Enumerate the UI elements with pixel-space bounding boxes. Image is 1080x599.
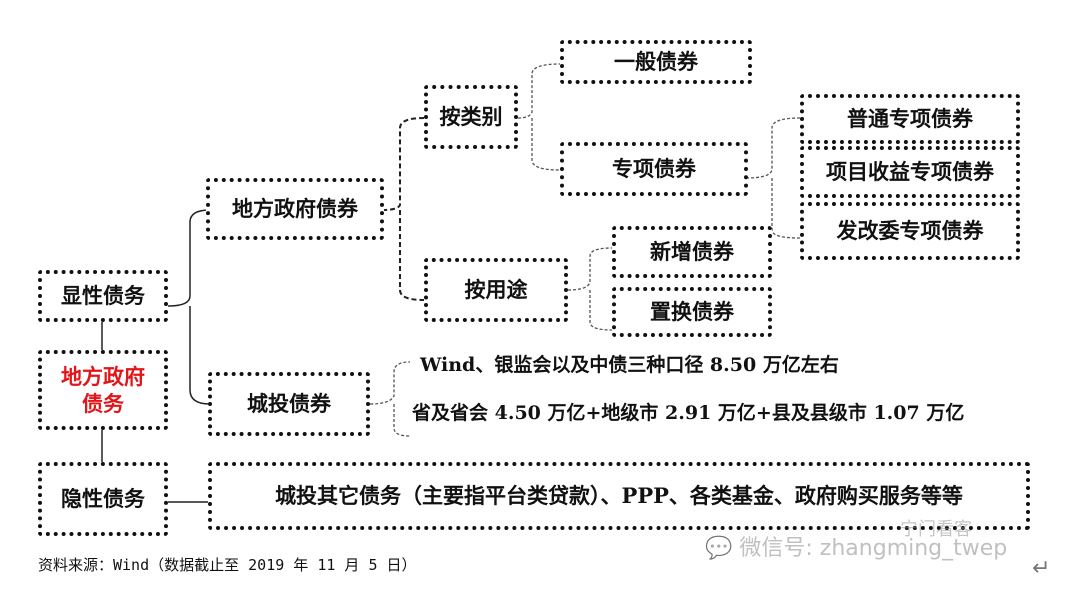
- node-ordinary-special-bonds: 普通专项债券: [800, 94, 1020, 144]
- node-local-gov-bonds: 地方政府债券: [206, 178, 384, 240]
- node-special-bonds: 专项债券: [560, 142, 748, 196]
- node-chengtou-bonds: 城投债券: [208, 372, 370, 436]
- return-arrow-icon: ↵: [1032, 556, 1051, 581]
- chengtou-note-total: Wind、银监会以及中债三种口径 8.50 万亿左右: [420, 354, 839, 376]
- node-implicit-detail: 城投其它债务（主要指平台类贷款）、PPP、各类基金、政府购买服务等等: [208, 462, 1030, 530]
- connector-localgov-children: [381, 117, 425, 301]
- watermark-account: 宁门看客: [900, 519, 972, 540]
- node-explicit-debt: 显性债务: [38, 270, 168, 322]
- node-by-use: 按用途: [424, 258, 568, 322]
- connector-special-children: [745, 117, 801, 239]
- node-implicit-debt: 隐性债务: [38, 462, 168, 536]
- node-replacement-bonds: 置换债券: [612, 287, 772, 337]
- watermark-text: 微信号: zhangming_twep: [739, 536, 1008, 561]
- node-new-bonds: 新增债券: [612, 226, 772, 278]
- node-local-gov-debt-root: 地方政府 债务: [38, 350, 168, 430]
- node-by-category: 按类别: [424, 85, 518, 149]
- connector-explicit-children: [167, 209, 211, 405]
- node-ndrc-special-bonds: 发改委专项债券: [800, 202, 1020, 260]
- source-footnote: 资料来源：Wind（数据截止至 2019 年 11 月 5 日）: [38, 556, 417, 574]
- chengtou-note-breakdown: 省及省会 4.50 万亿+地级市 2.91 万亿+县及县级市 1.07 万亿: [412, 402, 965, 424]
- node-general-bonds: 一般债券: [560, 40, 752, 84]
- node-project-income-special-bonds: 项目收益专项债券: [800, 146, 1020, 198]
- connector-category-children: [517, 63, 561, 171]
- connector-use-children: [567, 247, 613, 331]
- connector-chengtou-notes: [369, 361, 411, 437]
- wechat-icon: 💬: [705, 536, 733, 561]
- watermark: 💬 微信号: zhangming_twep: [705, 530, 1007, 562]
